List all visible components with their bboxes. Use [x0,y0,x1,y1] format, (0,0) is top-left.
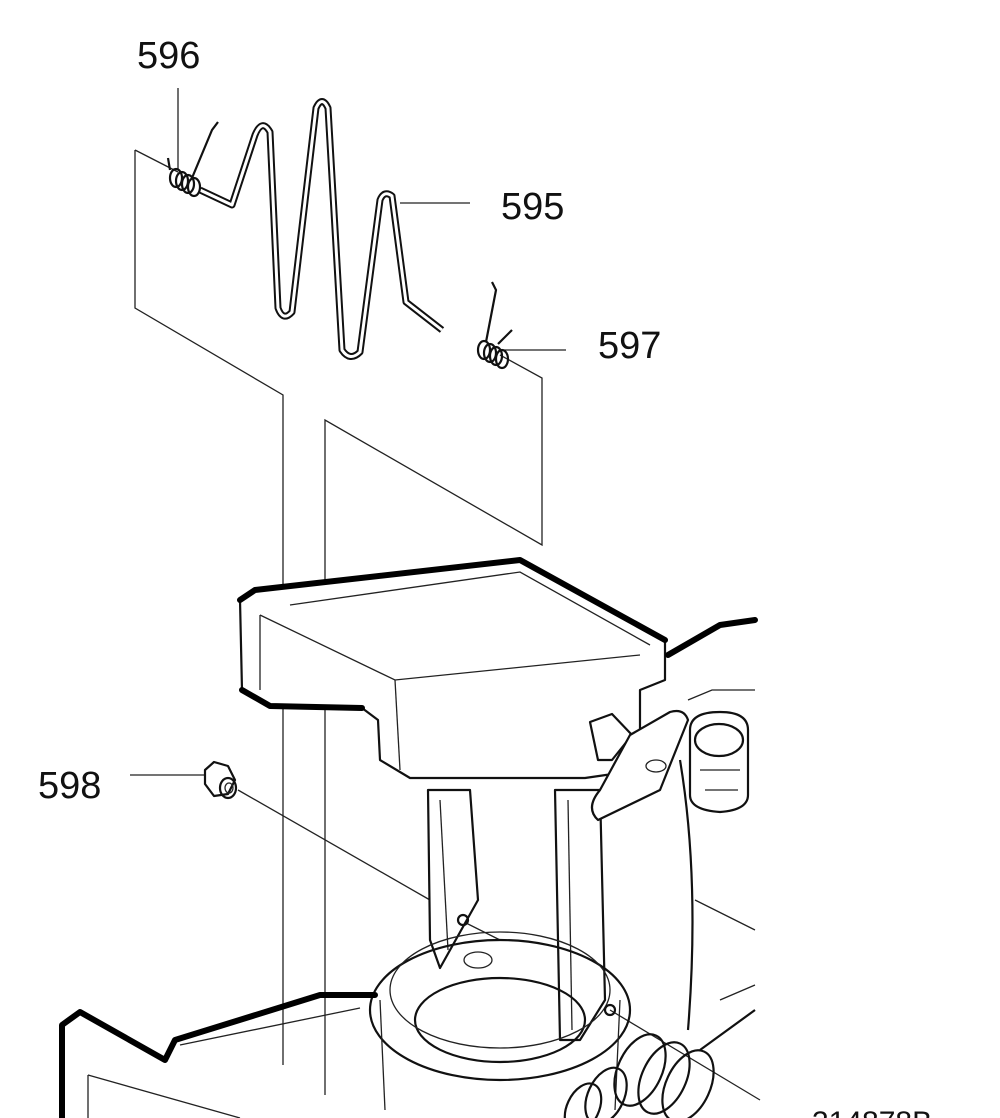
callout-597: 597 [598,325,661,367]
nut-part-598 [203,760,238,800]
callout-598: 598 [38,765,101,807]
figure-number: 314878B [812,1106,932,1118]
chute-assembly [59,557,758,1118]
leader-lines [130,88,566,776]
spring-part-597 [476,281,513,370]
wire-part-595 [198,98,445,360]
callout-595: 595 [501,186,564,228]
callout-596: 596 [137,35,200,77]
spring-part-596 [166,121,219,198]
